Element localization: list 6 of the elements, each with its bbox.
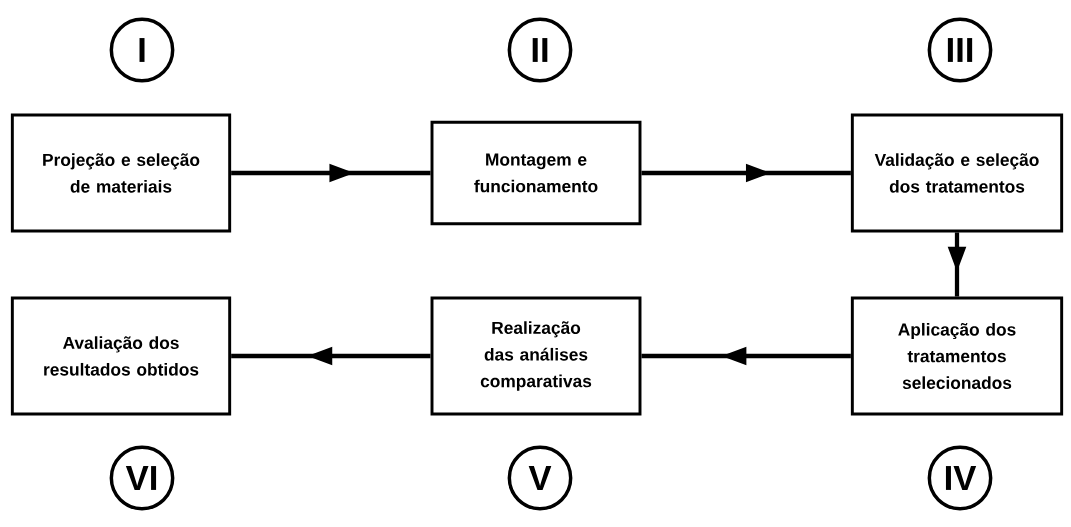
process-box: Avaliação dos resultados obtidos xyxy=(10,296,232,416)
process-box: Projeção e seleção de materiais xyxy=(10,113,232,233)
process-box: Montagem e funcionamento xyxy=(430,120,642,226)
process-box: Aplicação dos tratamentos selecionados xyxy=(850,296,1064,416)
process-box: Validação e seleção dos tratamentos xyxy=(850,113,1064,233)
process-box: Realização das análises comparativas xyxy=(430,296,642,416)
